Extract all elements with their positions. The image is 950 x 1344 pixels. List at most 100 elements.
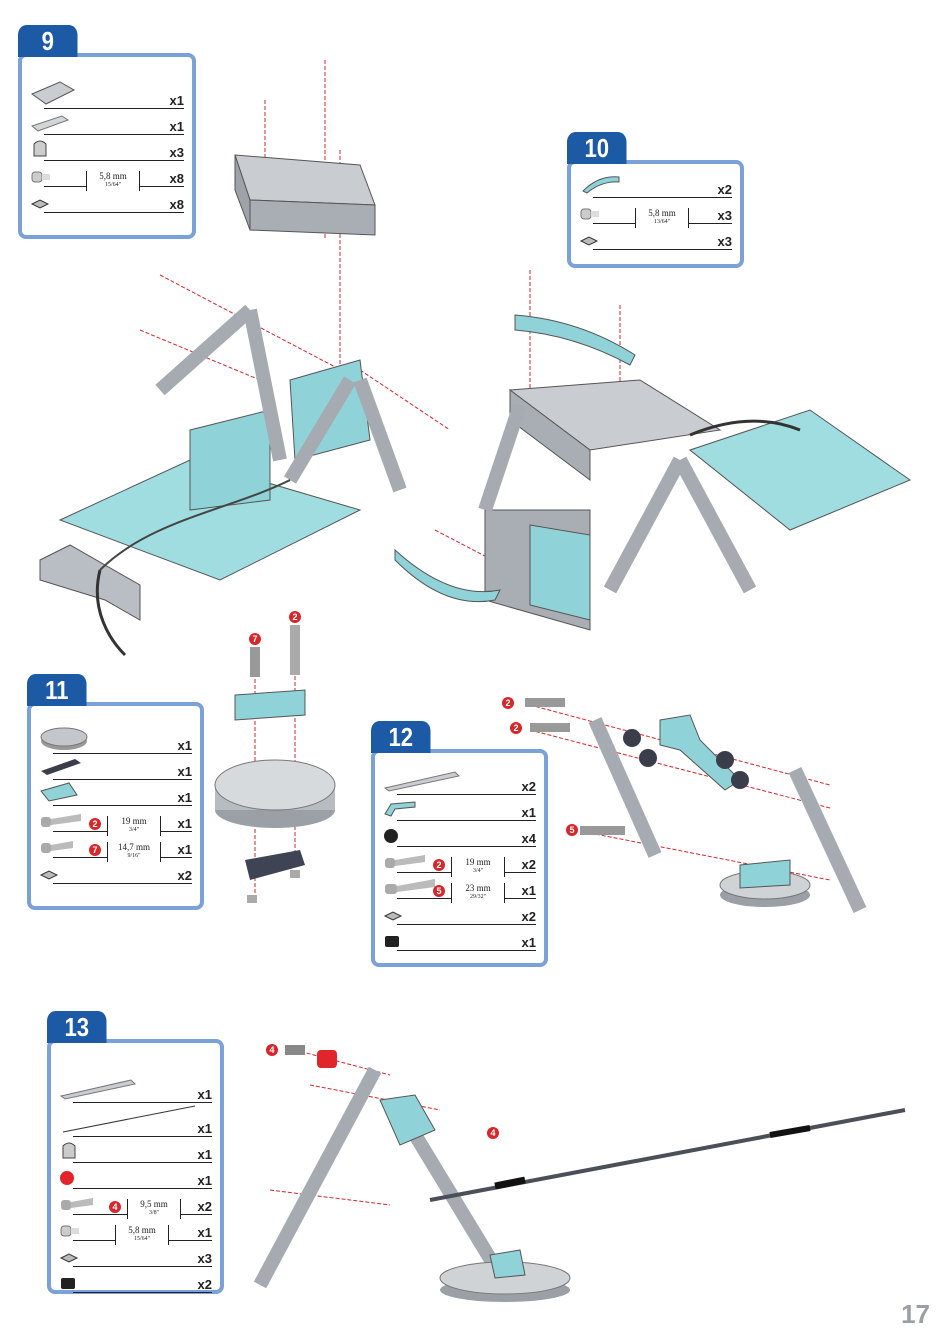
callout-5: 5	[569, 825, 574, 835]
double-bracket-icon	[59, 1140, 81, 1165]
callout-7: 7	[252, 634, 257, 644]
part-row: x1	[59, 1104, 212, 1141]
leader-line	[73, 1292, 212, 1293]
part-quantity: x2	[177, 868, 192, 883]
size-inch: 9/16"	[127, 853, 141, 859]
part-row: x1	[30, 79, 184, 113]
part-row: x2	[39, 862, 192, 888]
part-row: x2	[383, 765, 536, 799]
leader-line	[397, 846, 536, 847]
screw-length-callout: 2	[89, 818, 101, 830]
part-quantity: x3	[197, 1251, 212, 1266]
part-quantity: x1	[197, 1121, 212, 1136]
part-row: x1	[383, 929, 536, 955]
part-row: x2	[383, 903, 536, 929]
leader-line	[593, 197, 732, 198]
part-row: x1	[30, 113, 184, 139]
leader-line	[397, 820, 536, 821]
straight-strip-icon	[59, 1078, 137, 1105]
part-row: x1	[39, 724, 192, 758]
leader-line	[44, 108, 184, 109]
part-quantity: x1	[197, 1147, 212, 1162]
short-screw-icon	[59, 1224, 81, 1243]
part-row: x1	[39, 781, 192, 810]
cable-icon	[59, 1104, 199, 1139]
size-inch: 13/64"	[653, 219, 671, 225]
size-mm: 5,8 mm	[648, 208, 676, 218]
leader-line	[397, 794, 536, 795]
part-quantity: x1	[521, 883, 536, 898]
part-quantity: x2	[521, 909, 536, 924]
leader-line	[53, 753, 192, 754]
medium-screw-icon	[39, 839, 77, 860]
part-quantity: x3	[717, 208, 732, 223]
leader-line	[73, 1188, 212, 1189]
part-row: x1	[39, 758, 192, 784]
medium-screw-icon	[59, 1196, 97, 1217]
leader-line	[73, 1136, 212, 1137]
short-screw-icon	[30, 170, 52, 189]
size-mm: 5,8 mm	[99, 171, 127, 181]
callout-4: 4	[490, 1128, 495, 1138]
step-number: 9	[18, 25, 78, 57]
coupler-strip-icon	[39, 757, 83, 782]
part-quantity: x1	[177, 816, 192, 831]
square-nut-icon	[579, 234, 599, 252]
step-number: 10	[567, 132, 627, 164]
part-quantity: x3	[717, 234, 732, 249]
square-nut-icon	[383, 909, 403, 927]
wheel-disc-icon	[39, 725, 89, 756]
part-quantity: x2	[521, 857, 536, 872]
part-quantity: x2	[521, 779, 536, 794]
l-strip-icon	[383, 800, 419, 823]
step-13-assembly-illustration: 4 4	[253, 1044, 906, 1302]
leader-line	[397, 924, 536, 925]
curved-strip-icon	[579, 173, 623, 200]
flanged-plate-icon	[30, 80, 76, 111]
page-number: 17	[901, 1299, 930, 1329]
lock-nut-icon	[383, 932, 401, 953]
short-screw-icon	[579, 207, 601, 226]
part-quantity: x1	[169, 119, 184, 134]
part-quantity: x3	[169, 145, 184, 160]
part-row: x1	[383, 799, 536, 825]
size-mm: 5,8 mm	[128, 1225, 156, 1235]
part-row: x3	[30, 139, 184, 165]
size-inch: 3/4"	[128, 827, 140, 833]
step-number: 11	[27, 674, 87, 706]
square-nut-icon	[59, 1251, 79, 1269]
leader-line	[73, 1266, 212, 1267]
spacer-icon	[383, 828, 399, 849]
part-quantity: x1	[169, 93, 184, 108]
lock-nut-icon	[59, 1274, 77, 1295]
leader-line	[53, 883, 192, 884]
square-nut-icon	[39, 868, 59, 886]
part-quantity: x1	[197, 1225, 212, 1240]
size-mm: 23 mm	[465, 883, 491, 893]
part-row: x3	[579, 228, 732, 254]
part-row: x2	[579, 176, 732, 202]
double-bracket-icon	[30, 138, 52, 163]
leader-line	[397, 950, 536, 951]
u-bracket-icon	[39, 781, 79, 808]
part-quantity: x1	[521, 805, 536, 820]
square-nut-icon	[30, 197, 50, 215]
red-spacer-icon	[59, 1170, 75, 1191]
leader-line	[73, 1162, 212, 1163]
size-mm: 19 mm	[465, 857, 491, 867]
leader-line	[593, 249, 732, 250]
callout-4: 4	[269, 1045, 274, 1055]
long-screw-icon	[39, 813, 83, 834]
screw-length-callout: 7	[89, 844, 101, 856]
step-number: 12	[371, 721, 431, 753]
part-quantity: x1	[177, 842, 192, 857]
size-inch: 29/32"	[469, 894, 487, 900]
